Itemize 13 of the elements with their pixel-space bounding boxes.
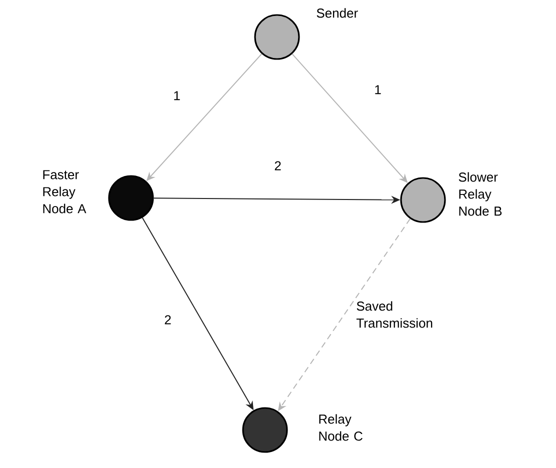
node-circle (254, 14, 300, 60)
node-circle (242, 407, 288, 453)
node-circle (400, 177, 446, 223)
edge-label: 2 (274, 161, 281, 170)
edge-label: 1 (174, 91, 180, 100)
node-caption: Faster Relay Node A (43, 170, 86, 214)
edge-label: 1 (375, 85, 381, 94)
node-circle (108, 175, 154, 221)
edge-label: Saved Transmission (356, 301, 432, 328)
node-caption: Slower Relay Node B (458, 172, 502, 216)
edge-label: 2 (164, 315, 171, 324)
node-caption: Relay Node C (319, 414, 362, 441)
node-caption: Sender (316, 8, 358, 18)
